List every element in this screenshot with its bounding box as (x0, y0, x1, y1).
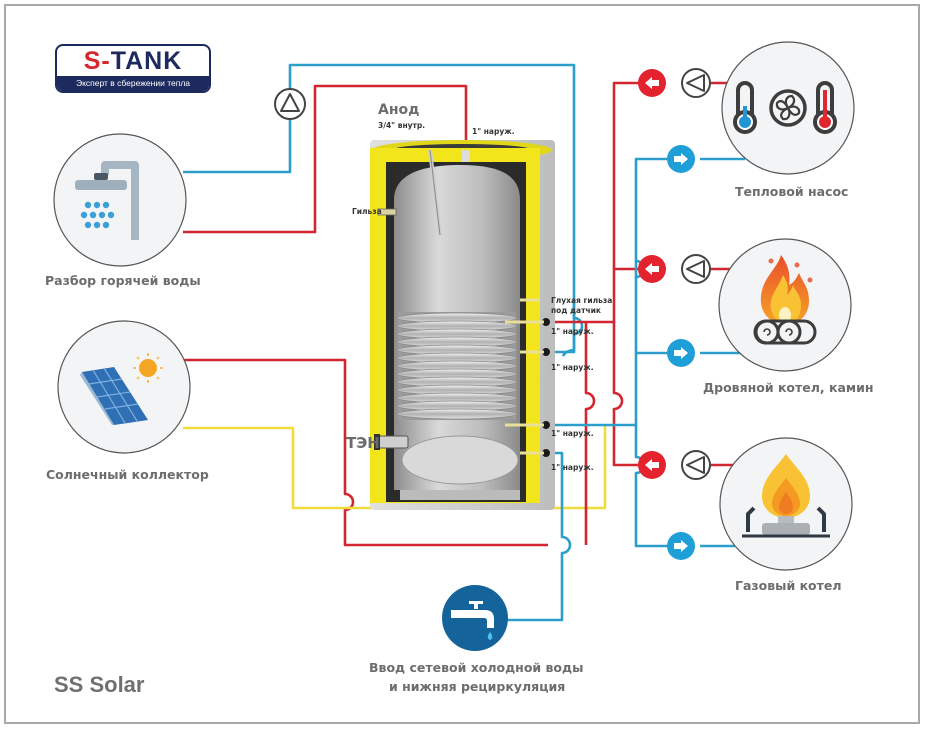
coil-turn (396, 408, 518, 420)
lower-port1-label: 1" наруж. (551, 429, 594, 438)
solar-return-pipe (183, 425, 607, 510)
gas-boiler-label: Газовый котел (735, 578, 842, 593)
solar-panel-icon (80, 353, 163, 425)
hot-water-supply-pipe (183, 84, 468, 234)
wood-boiler-label: Дровяной котел, камин (703, 380, 874, 395)
logo-tank: TANK (110, 46, 183, 75)
supply-arrow-badges (667, 145, 695, 560)
solar-supply-pipe (183, 358, 548, 547)
top-outlet-label: 1" наруж. (472, 127, 515, 136)
wood-boiler-device (718, 238, 852, 372)
solar-device (57, 320, 191, 454)
cold-water-label-1: Ввод сетевой холодной воды (369, 660, 584, 675)
heat-exchanger-coil (396, 312, 518, 420)
return-arrow-badges (638, 69, 666, 479)
solar-label: Солнечный коллектор (46, 467, 209, 482)
logo-wordmark: S-TANK (57, 46, 209, 76)
boiler-return-pipe (548, 157, 668, 427)
firewood-icon (753, 255, 817, 345)
heat-pump-device (721, 41, 855, 175)
circulation-pump-icon (274, 88, 306, 120)
shower-device (53, 133, 187, 267)
cold-water-label-2: и нижняя рециркуляция (389, 679, 566, 694)
s-tank-logo: S-TANK Эксперт в сбережении тепла (55, 44, 211, 93)
cold-water-pipe (490, 451, 572, 622)
boiler-pump-icons (681, 68, 711, 480)
gas-burner-icon (742, 454, 830, 538)
sensor-sleeve-label-1: Глухая гильза (551, 296, 613, 305)
lower-port2-label: 1" наруж. (551, 463, 594, 472)
hot-water-label: Разбор горячей воды (45, 273, 201, 288)
storage-tank (370, 140, 555, 510)
cold-water-device (442, 585, 508, 651)
sensor-sleeve-label-2: под датчик (551, 306, 601, 315)
coil-out-label: 1" наруж. (551, 363, 594, 372)
boiler-supply-pipe (548, 81, 640, 324)
coil-in-label: 1" наруж. (551, 327, 594, 336)
shower-icon (75, 161, 139, 240)
sleeve-label: Гильза (352, 207, 382, 216)
logo-tagline: Эксперт в сбережении тепла (57, 76, 209, 91)
logo-s: S- (83, 46, 111, 75)
heater-label: ТЭН (346, 434, 380, 452)
gas-boiler-device (719, 437, 853, 571)
product-name: SS Solar (54, 672, 145, 697)
heat-pump-icon (733, 81, 837, 134)
water-tap-icon (451, 601, 494, 640)
heat-pump-label: Тепловой насос (735, 184, 849, 199)
anode-label: Анод (378, 102, 420, 118)
anode-size-label: 3/4" внутр. (378, 121, 426, 130)
